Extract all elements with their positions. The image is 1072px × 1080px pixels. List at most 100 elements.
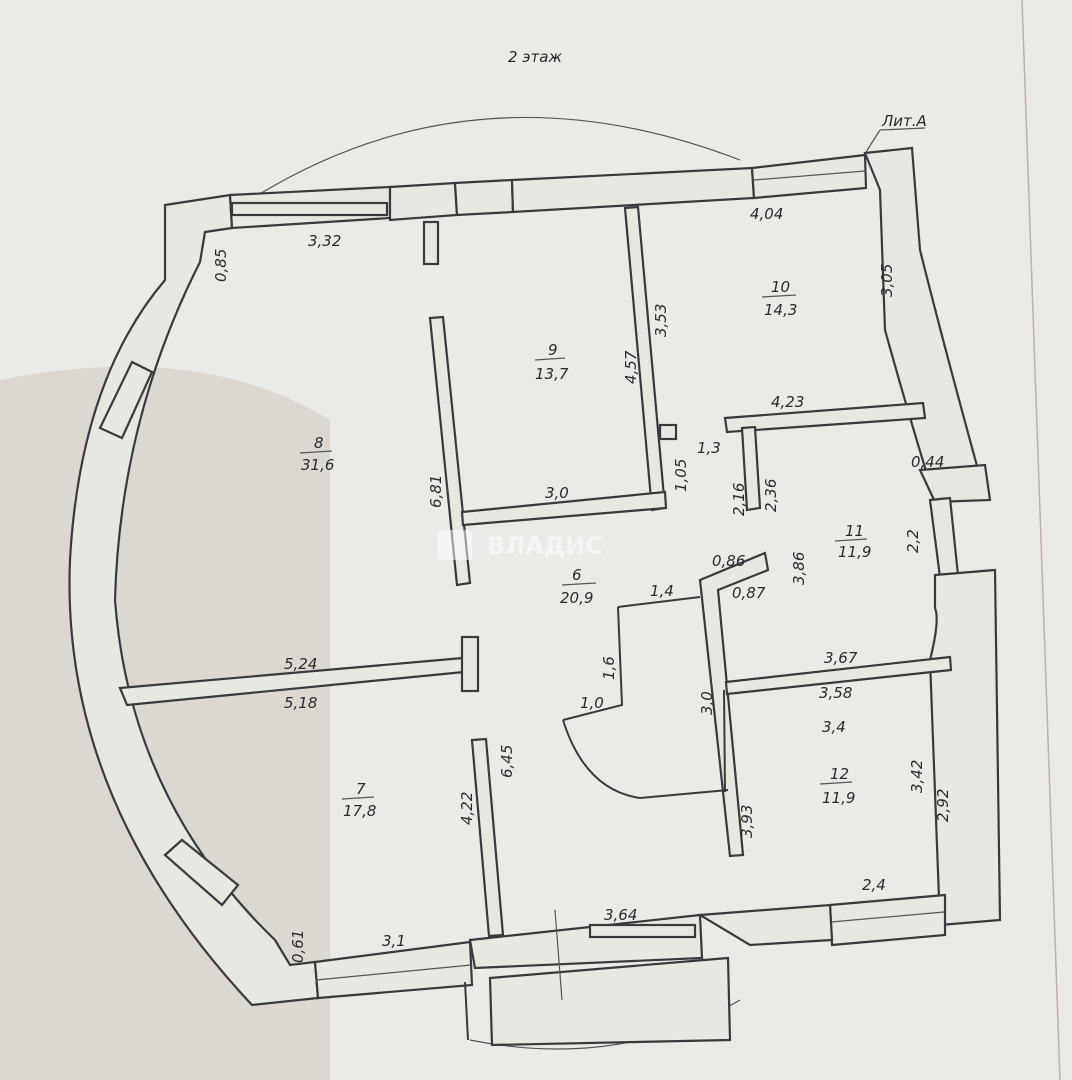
- room-number: 11: [845, 522, 864, 540]
- dimension-label: 2,2: [904, 529, 922, 553]
- room-area: 31,6: [301, 456, 334, 474]
- room-area: 14,3: [764, 301, 797, 319]
- dimension-label: 3,1: [382, 932, 406, 950]
- stair-line: [554, 909, 563, 1001]
- dimension-label: 0,61: [289, 930, 307, 963]
- wall-6-11-12: [698, 551, 770, 858]
- wall-11-12: [724, 655, 953, 696]
- room-label-6: 6 20,9: [560, 566, 597, 607]
- dimension-label: 6,81: [427, 475, 445, 508]
- dimension-label: 3,58: [819, 684, 852, 702]
- dimension-label: 3,0: [545, 484, 569, 502]
- room-label-8: 8 31,6: [299, 434, 334, 474]
- room-number: 9: [548, 341, 558, 359]
- wall-bottom-right: [696, 903, 834, 947]
- wall-stub-bottom: [464, 981, 469, 1041]
- stair-arc: [562, 719, 641, 799]
- dimension-label: 3,64: [604, 906, 637, 924]
- dimension-label: 0,85: [212, 249, 230, 282]
- dimension-label: 0,44: [911, 453, 944, 471]
- wall-stair-right: [723, 689, 726, 793]
- dimension-label: 3,05: [878, 264, 896, 297]
- room-fraction-line: [299, 450, 333, 454]
- window-line-2: [830, 911, 945, 923]
- window-bottom-mid: [588, 923, 697, 939]
- room-fraction-line: [561, 582, 597, 586]
- dimension-label: 3,4: [822, 718, 846, 736]
- dimension-label: 2,16: [730, 483, 748, 516]
- window-top-2: [453, 178, 515, 217]
- dimension-label: 3,93: [738, 805, 756, 838]
- room-label-11: 11 11,9: [834, 522, 871, 561]
- dimension-label: 1,4: [650, 582, 674, 600]
- room-number: 10: [771, 278, 790, 296]
- wall-9-bottom: [460, 490, 668, 527]
- watermark: ВЛАДИС: [438, 530, 603, 560]
- wall-right-lower: [928, 568, 1002, 927]
- wall-stair-top: [617, 596, 701, 608]
- dimension-label: 3,67: [824, 649, 858, 667]
- window-top-3: [750, 153, 868, 200]
- dimension-label: 2,92: [934, 789, 952, 822]
- dimension-label: 0,86: [712, 552, 745, 570]
- room-area: 11,9: [822, 789, 855, 807]
- room-area: 20,9: [560, 589, 593, 607]
- wall-top-2: [388, 181, 459, 222]
- window-line: [753, 170, 866, 181]
- room-number: 6: [572, 566, 582, 584]
- paper-edge-line: [1021, 0, 1061, 1080]
- dimension-label: 4,57: [622, 350, 640, 384]
- room-number: 12: [830, 765, 849, 783]
- room-fraction-line: [819, 781, 853, 785]
- dimension-label: 4,23: [771, 393, 804, 411]
- building-label-underline: [879, 127, 926, 131]
- dimension-label: 1,05: [672, 459, 690, 492]
- dimension-label: 3,42: [908, 760, 926, 793]
- dimension-label: 3,32: [308, 232, 341, 250]
- wall-stub-mid: [658, 423, 678, 441]
- dimension-label: 0,87: [732, 584, 766, 602]
- building-label-leader: [865, 129, 881, 153]
- dimension-label: 4,22: [458, 792, 476, 825]
- room-label-10: 10 14,3: [761, 278, 797, 319]
- dimension-label: 2,36: [762, 479, 780, 512]
- room-label-9: 9 13,7: [534, 341, 569, 383]
- room-number: 7: [356, 780, 366, 798]
- watermark-logo-icon: [438, 530, 472, 560]
- watermark-text: ВЛАДИС: [487, 532, 603, 560]
- dimension-label: 1,6: [600, 656, 618, 680]
- dimension-label: 6,45: [498, 745, 516, 778]
- arc-top: [257, 116, 741, 196]
- dimension-label: 5,24: [284, 655, 317, 673]
- room-fraction-line: [534, 357, 566, 361]
- building-label: Лит.А: [881, 112, 927, 130]
- window-line-3: [315, 964, 472, 981]
- dimension-label: 1,3: [697, 439, 721, 457]
- room-label-12: 12 11,9: [819, 765, 855, 807]
- wall-10-11: [723, 401, 927, 434]
- wall-stair-left: [562, 606, 624, 721]
- room-fraction-line: [761, 294, 797, 298]
- floor-title: 2 этаж: [508, 48, 562, 66]
- dimension-label: 3,0: [698, 691, 716, 715]
- wall-8-9: [428, 315, 472, 587]
- dimension-label: 3,53: [652, 304, 670, 337]
- wall-7-6: [470, 737, 505, 938]
- dimension-label: 4,04: [750, 205, 783, 223]
- wall-7-8-end: [460, 635, 480, 693]
- dimension-label: 3,86: [790, 552, 808, 585]
- room-fraction-line: [341, 796, 375, 800]
- window-left-upper: [98, 360, 154, 440]
- wall-stub-top: [422, 220, 440, 266]
- room-area: 17,8: [343, 802, 376, 820]
- dimension-label: 5,18: [284, 694, 317, 712]
- dimension-labels: 3,32 0,85 4,04 3,05 3,53 4,57 4,23 0,44 …: [212, 205, 952, 963]
- wall-right-notch: [918, 463, 992, 504]
- room-label-7: 7 17,8: [341, 780, 376, 820]
- room-area: 11,9: [838, 543, 871, 561]
- window-left-lower: [163, 838, 240, 907]
- wall-11-stub: [740, 425, 762, 512]
- dimension-label: 2,4: [862, 876, 886, 894]
- stair-block: [488, 956, 732, 1047]
